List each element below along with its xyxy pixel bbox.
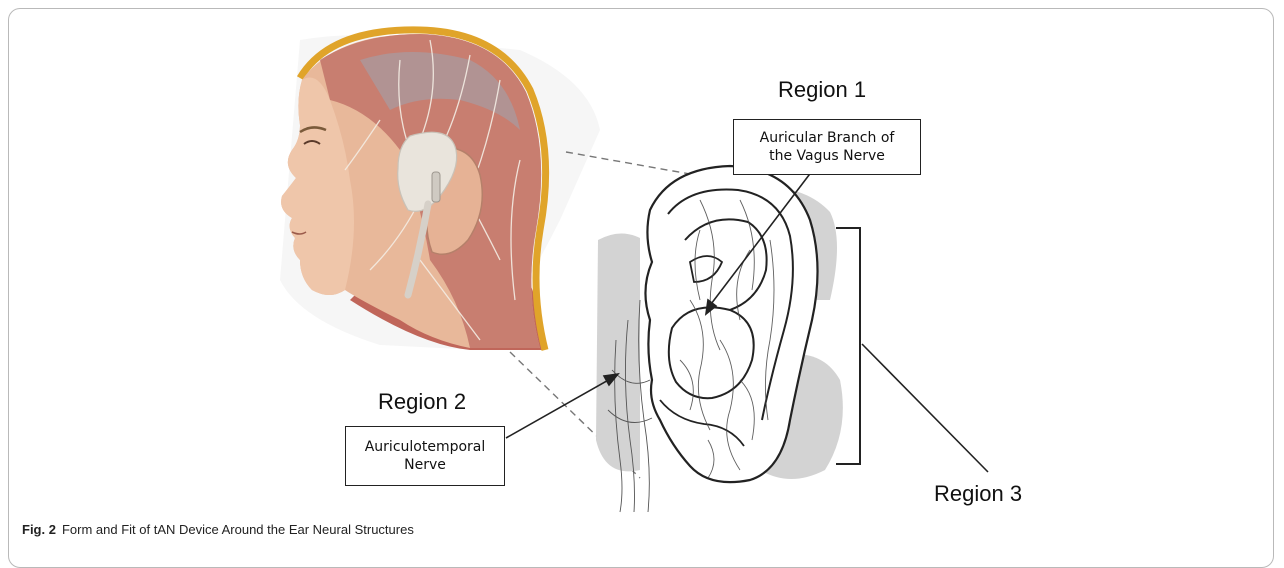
figure-illustration — [0, 0, 1284, 548]
ear-diagram — [596, 166, 843, 512]
atn-label-line2: Nerve — [346, 456, 504, 474]
abvn-label-line1: Auricular Branch of — [734, 129, 920, 147]
figure-caption-text: Form and Fit of tAN Device Around the Ea… — [62, 522, 414, 537]
region3-label: Region 3 — [934, 481, 1022, 507]
figure-caption-label: Fig. 2 — [22, 522, 56, 537]
atn-label-box: Auriculotemporal Nerve — [345, 426, 505, 486]
abvn-label-line2: the Vagus Nerve — [734, 147, 920, 165]
figure-caption: Fig. 2 Form and Fit of tAN Device Around … — [22, 522, 414, 537]
abvn-label-box: Auricular Branch of the Vagus Nerve — [733, 119, 921, 175]
region2-label: Region 2 — [378, 389, 466, 415]
region1-label: Region 1 — [778, 77, 866, 103]
device-region-tragus — [596, 233, 640, 471]
atn-label-line1: Auriculotemporal — [346, 438, 504, 456]
head-anatomy-illustration — [280, 30, 600, 350]
